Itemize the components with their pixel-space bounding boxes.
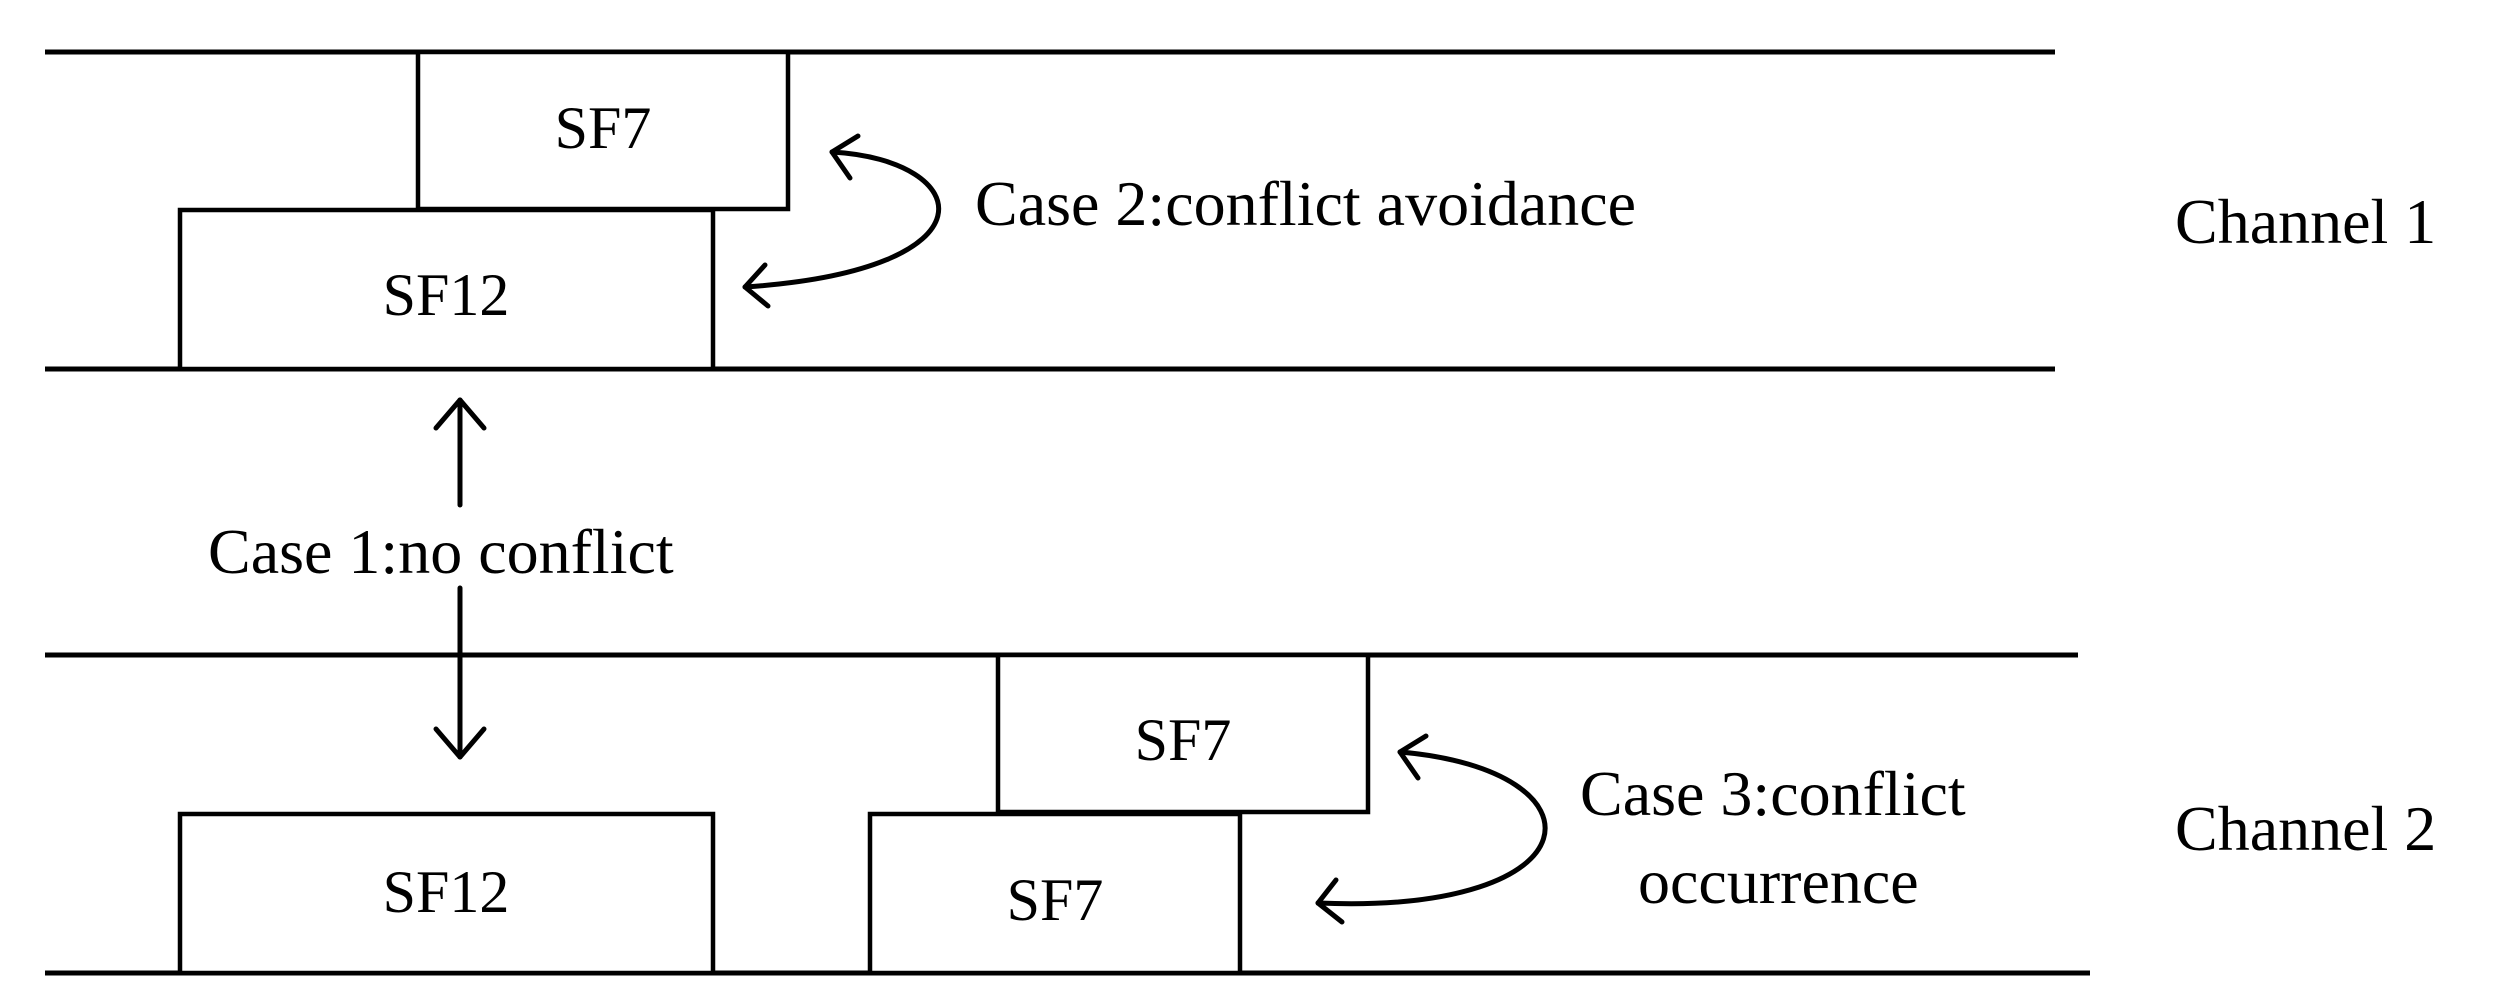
case-3-arrowhead-upper (1397, 733, 1429, 781)
channel-2-label: Channel 2 (2175, 793, 2436, 864)
case-2-arrowhead-upper (829, 133, 861, 181)
packet-ch2-sf12-label: SF12 (383, 859, 510, 925)
packet-ch2-sf7-bottom-label: SF7 (1007, 867, 1104, 933)
packet-ch2-sf7-bottom (867, 811, 1243, 976)
case-1-arrowhead-down (433, 726, 487, 760)
packet-ch2-sf12 (177, 811, 716, 976)
case-1-arrowhead-up (433, 397, 487, 431)
case-2-label: Case 2:conflict avoidance (975, 168, 1636, 239)
case-3-curved-arrow (1315, 749, 1548, 907)
packet-ch1-sf7-label: SF7 (555, 95, 652, 161)
case-2-curved-arrow (742, 149, 941, 290)
packet-ch2-sf7-top (995, 652, 1371, 815)
packet-ch2-sf7-top-label: SF7 (1135, 707, 1232, 773)
packet-ch1-sf12-label: SF12 (383, 262, 510, 328)
case-1-label: Case 1:no conflict (208, 516, 674, 587)
case-3-label-line-1: Case 3:conflict (1580, 758, 1966, 829)
channel-1-label: Channel 1 (2175, 186, 2436, 257)
packet-ch1-sf7 (415, 49, 791, 212)
case-3-arrowhead-lower (1315, 877, 1345, 925)
packet-ch1-sf12 (177, 207, 716, 372)
case-3-label-line-2: occurrence (1638, 846, 1919, 917)
case-2-arrowhead-lower (742, 262, 771, 309)
